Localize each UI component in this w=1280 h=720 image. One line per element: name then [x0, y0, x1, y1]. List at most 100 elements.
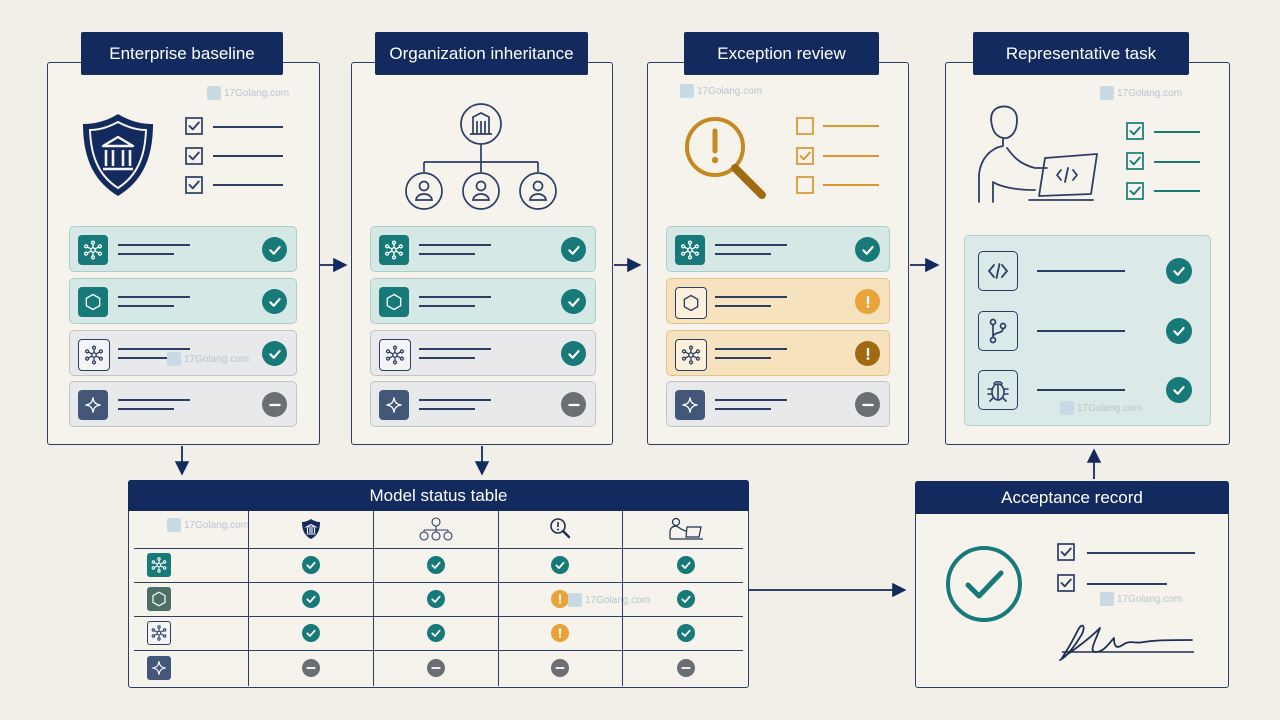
panel-title: Enterprise baseline: [109, 43, 255, 63]
network-icon: [147, 621, 171, 645]
approved-status-icon: [301, 556, 320, 574]
person-laptop-icon: [978, 105, 1098, 203]
text-line: [1154, 131, 1200, 133]
approved-status-icon: [855, 237, 880, 262]
checkbox-icon: [796, 117, 814, 135]
sparkle-icon: [147, 656, 171, 680]
text-line: [1087, 583, 1167, 585]
approved-status-icon: [561, 341, 586, 366]
sparkle-icon: [78, 390, 108, 420]
model-row: [370, 330, 596, 376]
network-icon: [675, 339, 707, 371]
text-line: [1037, 330, 1125, 332]
acceptance-record-panel: [915, 481, 1229, 688]
shield-bank-icon: [301, 517, 321, 541]
sparkle-icon: [675, 390, 705, 420]
table-column-divider: [248, 511, 250, 686]
watermark: 17Golang.com: [1100, 86, 1182, 100]
text-line: [1037, 389, 1125, 391]
approved-status-icon: [551, 556, 569, 574]
blocked-status-icon: [561, 392, 586, 417]
model-row: [370, 226, 596, 272]
panel-title: Organization inheritance: [389, 43, 574, 63]
blocked-status-icon: [262, 392, 287, 417]
table-column-divider: [622, 511, 624, 686]
approved-status-icon: [262, 237, 287, 262]
model-row: [666, 330, 890, 376]
panel-title: Acceptance record: [1001, 487, 1143, 507]
approved-status-icon: [426, 624, 445, 642]
watermark: 17Golang.com: [167, 518, 249, 532]
approved-status-icon: [1166, 258, 1192, 284]
hexagon-icon: [379, 287, 409, 317]
code-icon: [978, 251, 1018, 291]
model-row: [69, 278, 297, 324]
network-icon: [78, 235, 108, 265]
blocked-status-icon: [551, 659, 569, 677]
approved-status-icon: [676, 624, 695, 642]
approved-status-icon: [426, 556, 445, 574]
enterprise-baseline-header: Enterprise baseline: [81, 32, 283, 75]
model-status-table-header: Model status table: [128, 480, 749, 511]
approved-status-icon: [262, 341, 287, 366]
hexagon-icon: [78, 287, 108, 317]
warning-status-icon: [551, 590, 569, 608]
magnify-alert-icon: [549, 517, 571, 541]
text-line: [1154, 190, 1200, 192]
watermark: 17Golang.com: [1100, 592, 1182, 606]
organization-inheritance-header: Organization inheritance: [375, 32, 588, 75]
approved-status-icon: [1166, 377, 1192, 403]
panel-title: Exception review: [717, 43, 846, 63]
table-row-divider: [134, 616, 743, 618]
approved-status-icon: [301, 590, 320, 608]
approved-status-icon: [676, 556, 695, 574]
person-laptop-icon: [667, 517, 705, 541]
watermark: 17Golang.com: [1060, 401, 1142, 415]
model-row: [69, 381, 297, 427]
text-line: [823, 125, 879, 127]
hexagon-icon: [675, 287, 707, 319]
approved-status-icon: [561, 289, 586, 314]
approved-big-icon: [946, 546, 1022, 622]
text-line: [213, 126, 283, 128]
signature-mark: [1059, 624, 1194, 661]
watermark: 17Golang.com: [167, 352, 249, 366]
table-row-divider: [134, 650, 743, 652]
blocked-status-icon: [301, 659, 320, 677]
network-icon: [379, 235, 409, 265]
representative-task-header: Representative task: [973, 32, 1189, 75]
approved-status-icon: [1166, 318, 1192, 344]
model-row: [69, 226, 297, 272]
watermark: 17Golang.com: [680, 84, 762, 98]
network-icon: [379, 339, 411, 371]
hexagon-icon: [147, 587, 171, 611]
bug-icon: [978, 370, 1018, 410]
panel-title: Representative task: [1005, 43, 1157, 63]
network-icon: [675, 235, 705, 265]
model-row: [370, 278, 596, 324]
table-column-divider: [373, 511, 375, 686]
model-row: [666, 381, 890, 427]
checkbox-icon: [796, 176, 814, 194]
approved-status-icon: [301, 624, 320, 642]
approved-status-icon: [426, 590, 445, 608]
blocked-status-icon: [426, 659, 445, 677]
blocked-status-icon: [676, 659, 695, 677]
table-row-divider: [134, 582, 743, 584]
org-tree-icon: [418, 517, 453, 541]
text-line: [213, 184, 283, 186]
model-row: [666, 278, 890, 324]
org-tree-icon: [405, 103, 557, 210]
exception-review-header: Exception review: [684, 32, 879, 75]
checkbox-icon: [1056, 542, 1076, 562]
text-line: [823, 184, 879, 186]
network-icon: [147, 553, 171, 577]
table-column-divider: [498, 511, 500, 686]
text-line: [823, 155, 879, 157]
model-row: [69, 330, 297, 376]
watermark: 17Golang.com: [207, 86, 289, 100]
approved-status-icon: [676, 590, 695, 608]
checkbox-icon: [1056, 573, 1076, 593]
warning-status-icon: [551, 624, 569, 642]
